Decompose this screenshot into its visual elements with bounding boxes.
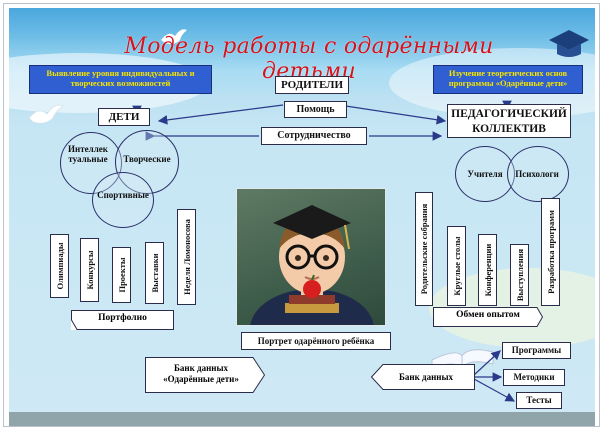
graduation-cap-icon — [549, 30, 589, 57]
child-photo — [250, 205, 374, 325]
column-lomonosov-week: Неделя Ломоносова — [177, 209, 196, 305]
label-creative: Творческие — [123, 154, 171, 164]
dove-icon — [161, 29, 187, 44]
note-theory-study: Изучение теоретических основ программы «… — [433, 65, 583, 94]
column-contests: Конкурсы — [80, 238, 99, 302]
label-psychologists: Психологи — [515, 169, 559, 179]
portrait-caption-box: Портрет одарённого ребёнка — [241, 332, 391, 350]
output-tests: Тесты — [516, 392, 562, 409]
experience-exchange-box: Обмен опытом — [433, 307, 543, 327]
databank-label: Банк данных — [398, 372, 454, 382]
portfolio-box: Портфолио — [71, 310, 174, 330]
circle-sports — [92, 172, 154, 228]
teaching-staff-box: ПЕДАГОГИЧЕСКИЙ КОЛЛЕКТИВ — [447, 104, 571, 138]
label-intellectual: Интеллек туальные — [68, 144, 108, 164]
output-programs: Программы — [502, 342, 571, 359]
databank-gifted-label: Банк данных «Одарённые дети» — [163, 363, 239, 384]
help-box: Помощь — [284, 101, 347, 118]
label-sports: Спортивные — [97, 190, 149, 200]
column-program-development: Разработка программ — [541, 198, 560, 306]
parents-box: РОДИТЕЛИ — [275, 76, 349, 94]
databank-gifted-box: Банк данных «Одарённые дети» — [145, 357, 265, 393]
children-box: ДЕТИ — [98, 108, 150, 126]
portfolio-label: Портфолио — [98, 313, 147, 323]
footer-band — [9, 412, 595, 426]
output-methods: Методики — [503, 369, 565, 386]
experience-exchange-label: Обмен опытом — [456, 310, 520, 320]
slide: Модель работы с одарёнными детьми Выявле… — [9, 8, 595, 426]
note-identification: Выявление уровня индивидуальных и творче… — [29, 65, 212, 94]
circle-psychologists — [507, 146, 569, 202]
databank-box: Банк данных — [371, 364, 475, 390]
dove-icon — [28, 104, 64, 124]
column-exhibitions: Выставки — [145, 242, 164, 304]
column-projects: Проекты — [112, 247, 131, 303]
column-conferences: Конференции — [478, 234, 497, 306]
column-olympiads: Олимпиады — [50, 234, 69, 298]
cooperation-box: Сотрудничество — [261, 127, 367, 145]
column-round-tables: Круглые столы — [447, 226, 466, 306]
circle-teachers — [455, 146, 515, 202]
label-teachers: Учителя — [467, 169, 503, 179]
column-speeches: Выступления — [510, 244, 529, 306]
column-parent-meetings: Родительские собрания — [415, 192, 433, 306]
gifted-child-portrait — [236, 188, 386, 326]
slide-title: Модель работы с одарёнными детьми — [124, 34, 494, 84]
